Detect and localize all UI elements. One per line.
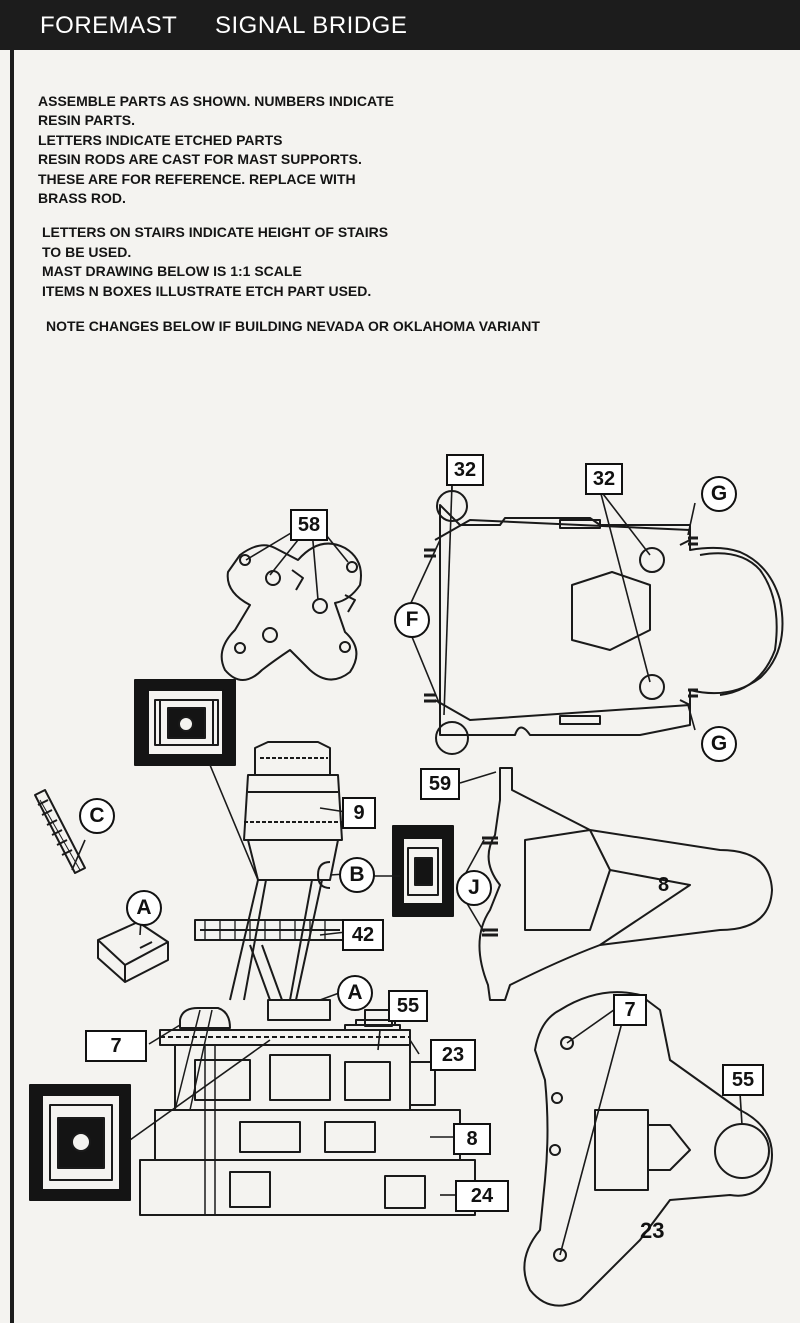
stair-a-drawing (97, 921, 169, 983)
header-title-signal-bridge: SIGNAL BRIDGE (215, 12, 408, 39)
assembly-notes: ASSEMBLE PARTS AS SHOWN. NUMBERS INDICAT… (38, 92, 540, 336)
note-line: TO BE USED. (42, 243, 132, 260)
variant-note: NOTE CHANGES BELOW IF BUILDING NEVADA OR… (46, 318, 540, 335)
part-callout-42: 42 (342, 919, 384, 951)
etch-callout-a-stair: A (126, 890, 162, 926)
part-callout-55-platform: 55 (722, 1064, 764, 1096)
part-callout-58: 58 (290, 509, 328, 541)
part-callout-32-left: 32 (446, 454, 484, 486)
part-callout-7-mast: 7 (85, 1030, 147, 1062)
etch-inset-box-top (134, 679, 236, 766)
part-58-drawing (220, 542, 362, 681)
note-line: ITEMS N BOXES ILLUSTRATE ETCH PART USED. (42, 282, 372, 299)
part-callout-32-right: 32 (585, 463, 623, 495)
header-title-foremast: FOREMAST (40, 12, 178, 39)
header-bar: FOREMAST SIGNAL BRIDGE (0, 0, 800, 50)
etch-callout-g-top: G (701, 476, 737, 512)
note-line: LETTERS ON STAIRS INDICATE HEIGHT OF STA… (42, 224, 389, 241)
note-line: LETTERS INDICATE ETCHED PARTS (38, 131, 283, 148)
note-line: BRASS ROD. (38, 190, 126, 207)
note-line: ASSEMBLE PARTS AS SHOWN. NUMBERS INDICAT… (38, 93, 394, 109)
left-border-rule (10, 50, 14, 1323)
etch-callout-j: J (456, 870, 492, 906)
note-line: RESIN PARTS. (38, 112, 135, 129)
note-line: THESE ARE FOR REFERENCE. REPLACE WITH (38, 170, 356, 187)
part-callout-55-mast: 55 (388, 990, 428, 1022)
note-line: RESIN RODS ARE CAST FOR MAST SUPPORTS. (38, 151, 362, 168)
part-callout-8-mast: 8 (453, 1123, 491, 1155)
etch-callout-f: F (394, 602, 430, 638)
part-label-8-platform: 8 (658, 874, 670, 896)
etch-inset-box-bottom (29, 1084, 131, 1201)
foremast-elevation (139, 741, 476, 1216)
part-callout-7-platform: 7 (613, 994, 647, 1026)
part-callout-24: 24 (455, 1180, 509, 1212)
part-8-platform-drawing (478, 767, 773, 1001)
etch-callout-g-bottom: G (701, 726, 737, 762)
part-callout-23-mast: 23 (430, 1039, 476, 1071)
etch-callout-c: C (79, 798, 115, 834)
etch-inset-box-b (392, 825, 454, 917)
signal-bridge-plan (424, 490, 784, 755)
stair-c-drawing (34, 789, 86, 874)
part-23-platform-drawing (523, 991, 773, 1307)
part-callout-9: 9 (342, 797, 376, 829)
etch-callout-b: B (339, 857, 375, 893)
part-callout-59: 59 (420, 768, 460, 800)
part-label-23-platform: 23 (640, 1218, 665, 1243)
note-line: MAST DRAWING BELOW IS 1:1 SCALE (42, 263, 302, 280)
etch-callout-a-mast: A (337, 975, 373, 1011)
